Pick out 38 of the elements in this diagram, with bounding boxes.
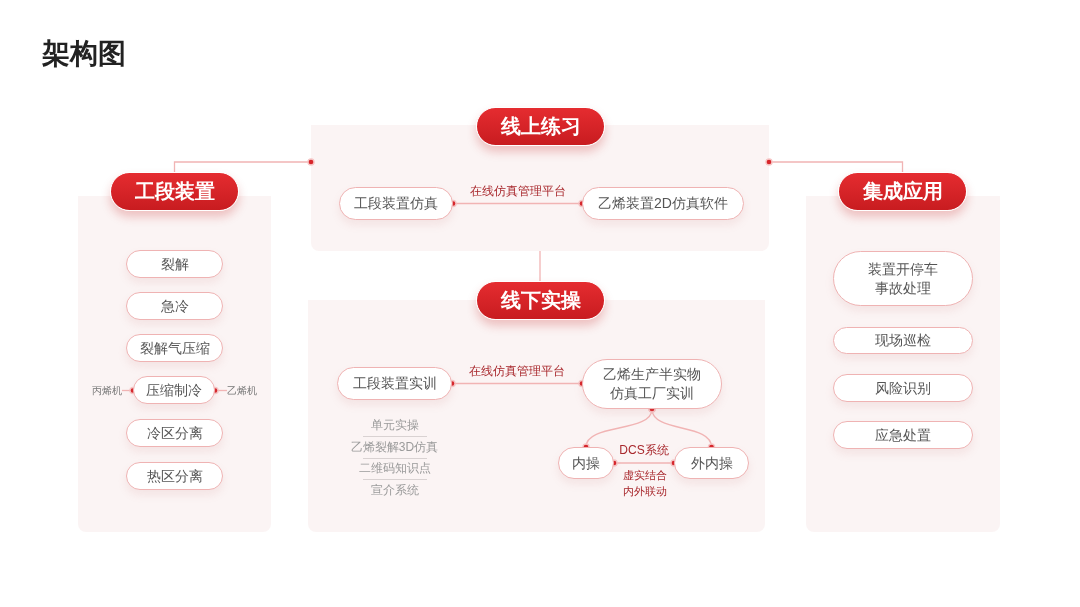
edge-label: 在线仿真管理平台 (467, 183, 568, 199)
item-pill: 压缩制冷 (133, 376, 215, 404)
item-pill: 裂解气压缩 (126, 334, 223, 362)
equipment-label: 乙烯机 (227, 384, 261, 397)
connector-line (539, 250, 541, 282)
item-pill: 热区分离 (126, 462, 223, 490)
item-pill: 风险识别 (833, 374, 973, 402)
panel (311, 107, 769, 251)
feature-text: 单元实操 (370, 418, 419, 433)
item-pill: 冷区分离 (126, 419, 223, 447)
item-pill: 外内操 (674, 447, 749, 479)
connector-line (765, 158, 904, 173)
item-pill: 工段装置实训 (337, 367, 452, 400)
diagram-title: 架构图 (42, 37, 126, 71)
section-heading: 线上练习 (476, 107, 605, 146)
edge-label: 在线仿真管理平台 (467, 363, 567, 379)
equipment-label: 丙烯机 (88, 384, 122, 397)
connector-line (173, 158, 315, 173)
section-heading: 集成应用 (838, 172, 967, 211)
section-heading: 工段装置 (110, 172, 239, 211)
panel (308, 281, 765, 532)
item-pill: 内操 (558, 447, 614, 479)
item-pill: 工段装置仿真 (339, 187, 453, 220)
feature-text: 二维码知识点 (358, 461, 431, 477)
item-pill: 现场巡检 (833, 327, 973, 354)
feature-text: 宣介系统 (370, 482, 419, 498)
feature-text: 乙烯裂解3D仿真 (350, 439, 439, 455)
item-pill: 乙烯生产半实物仿真工厂实训 (582, 359, 722, 409)
item-pill: 急冷 (126, 292, 223, 320)
panel (78, 172, 271, 532)
section-heading: 线下实操 (476, 281, 605, 320)
item-pill: 装置开停车事故处理 (833, 251, 973, 306)
panel (806, 172, 1000, 532)
annotation-text: 虚实结合内外联动 (622, 467, 668, 499)
item-pill: 裂解 (126, 250, 223, 278)
item-pill: 乙烯装置2D仿真软件 (582, 187, 744, 220)
edge-label: DCS系统 (617, 443, 671, 458)
item-pill: 应急处置 (833, 421, 973, 449)
